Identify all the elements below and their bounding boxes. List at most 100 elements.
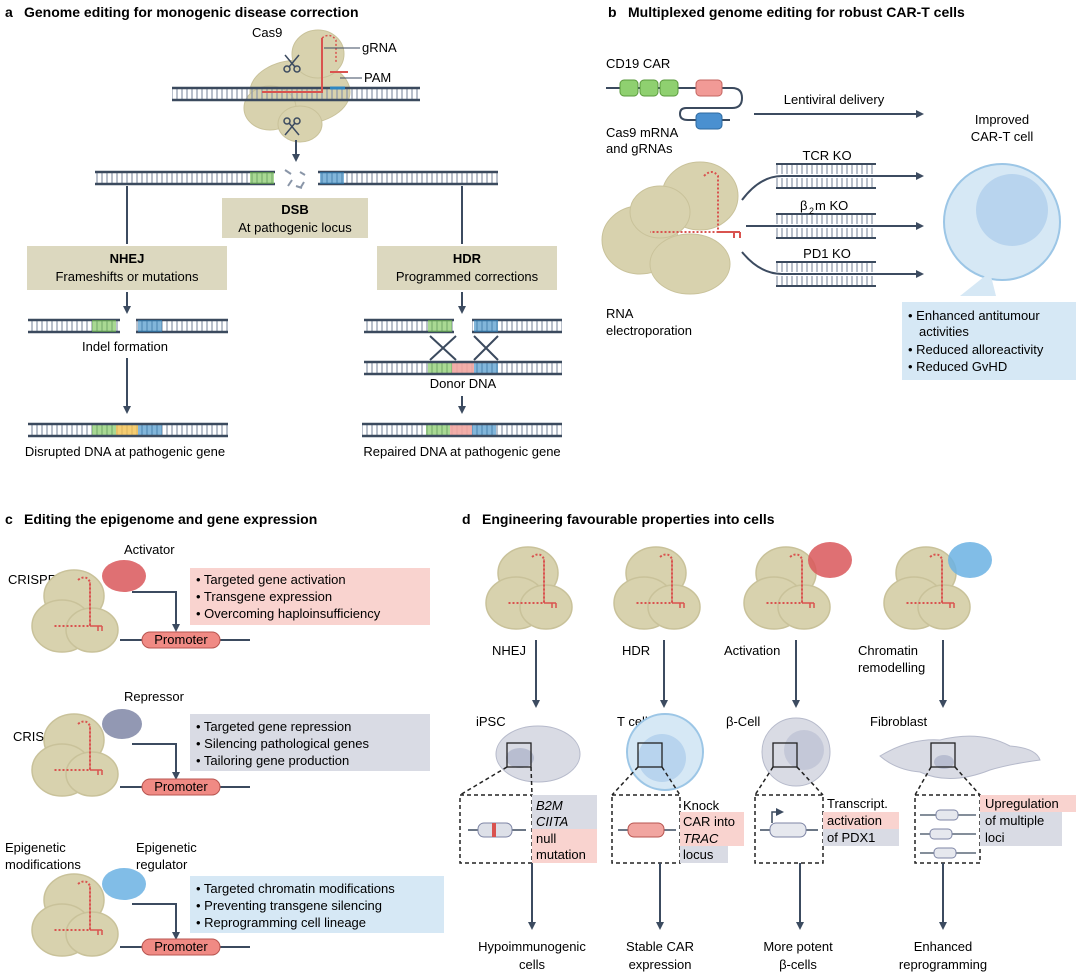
nhej-sub: Frameshifts or mutations (55, 269, 199, 284)
box-e-3: • Reprogramming cell lineage (196, 915, 366, 930)
out-2b: expression (629, 957, 692, 972)
epireg-domain (102, 868, 146, 900)
panel-a-letter: a (5, 4, 13, 20)
b2m-rest: m KO (815, 198, 848, 213)
out-4b: reprogramming (899, 957, 987, 972)
donor-label: Donor DNA (430, 376, 497, 391)
benefit-2: • Reduced alloreactivity (908, 342, 1044, 357)
disrupted-label: Disrupted DNA at pathogenic gene (25, 444, 225, 459)
panel-b: b Multiplexed genome editing for robust … (601, 4, 1076, 380)
box-crispra (190, 568, 430, 625)
ko-dna (776, 163, 876, 287)
ipsc-note-1: B2M (536, 798, 563, 813)
tcell-note-3: TRAC (683, 831, 719, 846)
box-a-1: • Targeted gene activation (196, 572, 346, 587)
epimod-line2: modifications (5, 857, 81, 872)
box-e-1: • Targeted chromatin modifications (196, 881, 395, 896)
cut-dna (95, 169, 498, 189)
nhej-title: NHEJ (110, 251, 145, 266)
box-i-1: • Targeted gene repression (196, 719, 351, 734)
out-3b: β-cells (779, 957, 817, 972)
promoter-i (141, 778, 221, 796)
promoter-a-label: Promoter (154, 632, 208, 647)
b2m-sub: 2 (809, 206, 814, 216)
box-a-3: • Overcoming haploinsufficiency (196, 606, 381, 621)
cas9-d2 (613, 546, 701, 630)
panel-c: c Editing the epigenome and gene express… (5, 511, 444, 957)
cas9-complex (172, 29, 420, 143)
ipsc-cell (495, 725, 581, 783)
promoter-i-label: Promoter (154, 779, 208, 794)
fibro-note-3: loci (985, 830, 1005, 845)
panel-a-title: Genome editing for monogenic disease cor… (24, 4, 359, 20)
benefit-1b: activities (919, 324, 969, 339)
d-ipsc: iPSC (476, 714, 506, 729)
dsb-title: DSB (281, 202, 308, 217)
repaired-dna (362, 422, 562, 438)
panel-c-letter: c (5, 511, 13, 527)
improved-line1: Improved (975, 112, 1029, 127)
lentiviral-label: Lentiviral delivery (784, 92, 885, 107)
nhej-box (27, 246, 227, 290)
bcell-note-3: of PDX1 (827, 830, 875, 845)
cd19car-label: CD19 CAR (606, 56, 670, 71)
tcr-ko-label: TCR KO (802, 148, 851, 163)
pam-label: PAM (364, 70, 391, 85)
hdr-dna (364, 318, 562, 376)
indel-label: Indel formation (82, 339, 168, 354)
disrupted-dna (28, 422, 228, 438)
box-a-2: • Transgene expression (196, 589, 332, 604)
box-epi (190, 876, 444, 933)
d-remodeller (948, 542, 992, 578)
out-2a: Stable CAR (626, 939, 694, 954)
epireg-line1: Epigenetic (136, 840, 197, 855)
box-e-2: • Preventing transgene silencing (196, 898, 382, 913)
d-activation: Activation (724, 643, 780, 658)
promoter-a (141, 631, 221, 649)
indel-dna (28, 318, 228, 334)
cas9-large (601, 161, 741, 295)
hdr-box (377, 246, 557, 290)
pd1-ko-label: PD1 KO (803, 246, 851, 261)
d-gene-glyphs (468, 808, 976, 859)
benefit-1: • Enhanced antitumour (908, 308, 1040, 323)
hdr-title: HDR (453, 251, 482, 266)
cas9-label: Cas9 (252, 25, 282, 40)
benefits-box (902, 302, 1076, 380)
epireg-line2: regulator (136, 857, 188, 872)
cas9mrna-line2: and gRNAs (606, 141, 673, 156)
d-chromatin-2: remodelling (858, 660, 925, 675)
fibroblast-cell (879, 735, 1041, 780)
out-1a: Hypoimmunogenic (478, 939, 586, 954)
ipsc-note-4: mutation (536, 847, 586, 862)
repressor-label: Repressor (124, 689, 185, 704)
car-t-cell (943, 163, 1061, 296)
panel-c-title: Editing the epigenome and gene expressio… (24, 511, 317, 527)
box-i-2: • Silencing pathological genes (196, 736, 369, 751)
repaired-label: Repaired DNA at pathogenic gene (363, 444, 560, 459)
box-i-3: • Tailoring gene production (196, 753, 349, 768)
tcell-note-2: CAR into (683, 814, 735, 829)
fibro-note-1: Upregulation (985, 796, 1059, 811)
panel-a: a Genome editing for monogenic disease c… (5, 4, 562, 459)
d-activator (808, 542, 852, 578)
tcell-note-4: locus (683, 847, 714, 862)
rna-line1: RNA (606, 306, 634, 321)
dsb-sub: At pathogenic locus (238, 220, 352, 235)
activator-label: Activator (124, 542, 175, 557)
dsb-box (222, 198, 368, 238)
out-1b: cells (519, 957, 546, 972)
tcell-note-1: Knock (683, 798, 720, 813)
ipsc-note-3: null (536, 831, 556, 846)
panel-d: d Engineering favourable properties into… (459, 511, 1076, 972)
panel-b-letter: b (608, 4, 617, 20)
benefit-3: • Reduced GvHD (908, 359, 1007, 374)
d-hdr: HDR (622, 643, 650, 658)
out-3a: More potent (763, 939, 833, 954)
promoter-e-label: Promoter (154, 939, 208, 954)
panel-d-title: Engineering favourable properties into c… (482, 511, 775, 527)
improved-line2: CAR-T cell (971, 129, 1034, 144)
epimod-line1: Epigenetic (5, 840, 66, 855)
car-construct (606, 79, 744, 130)
